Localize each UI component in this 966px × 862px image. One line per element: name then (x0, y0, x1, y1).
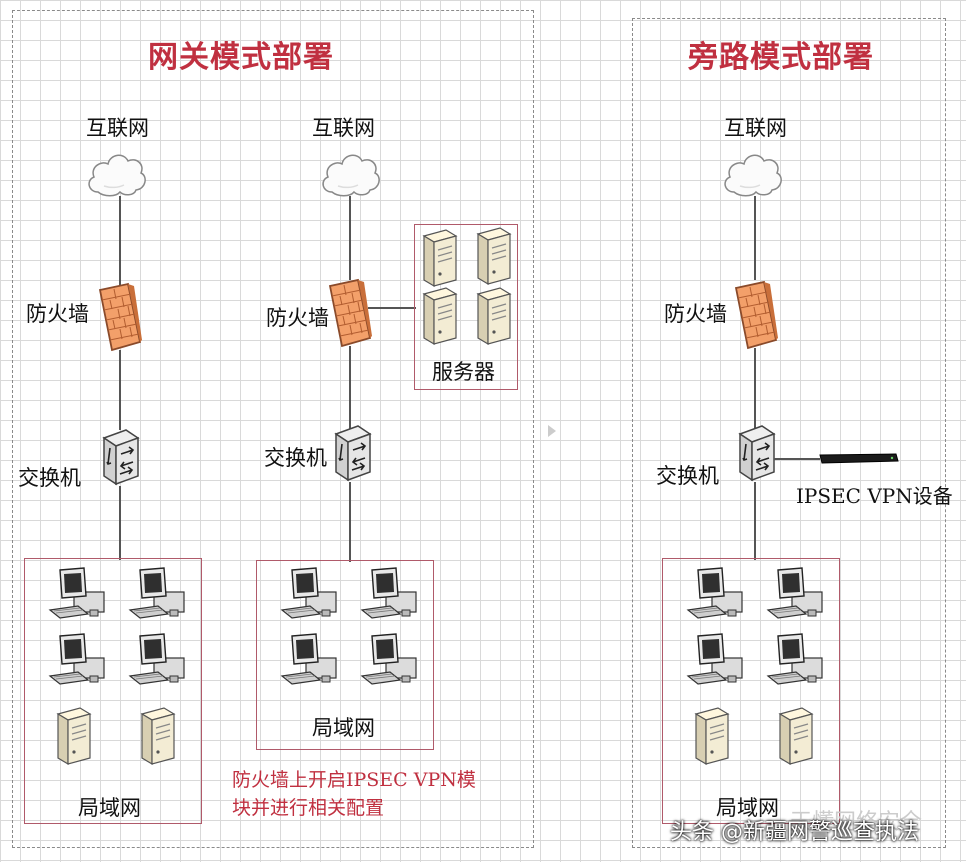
pc-icon (360, 566, 420, 626)
link-line (119, 486, 121, 560)
pc-icon (128, 566, 188, 626)
link-line (349, 196, 351, 280)
lan-label-a: 局域网 (78, 796, 141, 820)
lan-label-c: 局域网 (716, 796, 779, 820)
pc-icon (48, 632, 108, 692)
vpn-device-label: IPSEC VPN设备 (796, 484, 953, 508)
vpn-device-icon (819, 453, 899, 464)
pc-icon (766, 632, 826, 692)
server-icon (774, 706, 814, 766)
pc-icon (686, 566, 746, 626)
ipsec-config-note-line1: 防火墙上开启IPSEC VPN模 (232, 769, 476, 791)
link-line (754, 482, 756, 560)
firewall-icon (328, 278, 372, 348)
servers-label: 服务器 (432, 360, 495, 384)
internet-label-b: 互联网 (312, 116, 375, 140)
link-line (774, 458, 820, 460)
pc-icon (128, 632, 188, 692)
link-line (368, 307, 416, 309)
switch-label-a: 交换机 (18, 466, 81, 490)
server-group-box (414, 224, 518, 390)
link-line (754, 348, 756, 428)
link-line (754, 196, 756, 280)
switch-label-b: 交换机 (264, 446, 327, 470)
watermark: 头条 @新疆网警巡查执法 (670, 820, 919, 845)
server-icon (418, 286, 458, 346)
firewall-label-c: 防火墙 (664, 302, 727, 326)
pc-icon (686, 632, 746, 692)
faded-watermark: 天懂网络安全 (790, 810, 923, 835)
bypass-mode-title: 旁路模式部署 (688, 40, 874, 75)
pc-icon (280, 632, 340, 692)
switch-label-c: 交换机 (656, 464, 719, 488)
server-icon (472, 286, 512, 346)
panel-divider-arrow (548, 425, 556, 437)
server-icon (690, 706, 730, 766)
link-line (349, 346, 351, 430)
firewall-label-a: 防火墙 (26, 302, 89, 326)
lan-box-b (256, 560, 434, 750)
pc-icon (766, 566, 826, 626)
cloud-icon (720, 148, 784, 198)
link-line (119, 196, 121, 286)
bypass-mode-panel (632, 18, 946, 848)
internet-label-c: 互联网 (724, 116, 787, 140)
server-icon (136, 706, 176, 766)
lan-label-b: 局域网 (312, 716, 375, 740)
ipsec-config-note-line2: 块并进行相关配置 (232, 797, 385, 819)
switch-icon (732, 424, 776, 484)
switch-icon (96, 428, 140, 488)
cloud-icon (84, 148, 148, 198)
pc-icon (280, 566, 340, 626)
gateway-mode-title: 网关模式部署 (148, 40, 334, 75)
server-icon (472, 226, 512, 286)
server-icon (418, 228, 458, 288)
link-line (349, 482, 351, 562)
gateway-mode-panel (12, 10, 534, 848)
cloud-icon (318, 148, 382, 198)
pc-icon (48, 566, 108, 626)
lan-box-c (662, 558, 840, 824)
link-line (119, 350, 121, 430)
internet-label-a: 互联网 (86, 116, 149, 140)
firewall-label-b: 防火墙 (266, 306, 329, 330)
pc-icon (360, 632, 420, 692)
ipsec-config-note: 防火墙上开启IPSEC VPN模 块并进行相关配置 (232, 766, 476, 822)
firewall-icon (734, 280, 778, 350)
server-icon (52, 706, 92, 766)
firewall-icon (98, 282, 142, 352)
lan-box-a (24, 558, 202, 824)
switch-icon (328, 424, 372, 484)
